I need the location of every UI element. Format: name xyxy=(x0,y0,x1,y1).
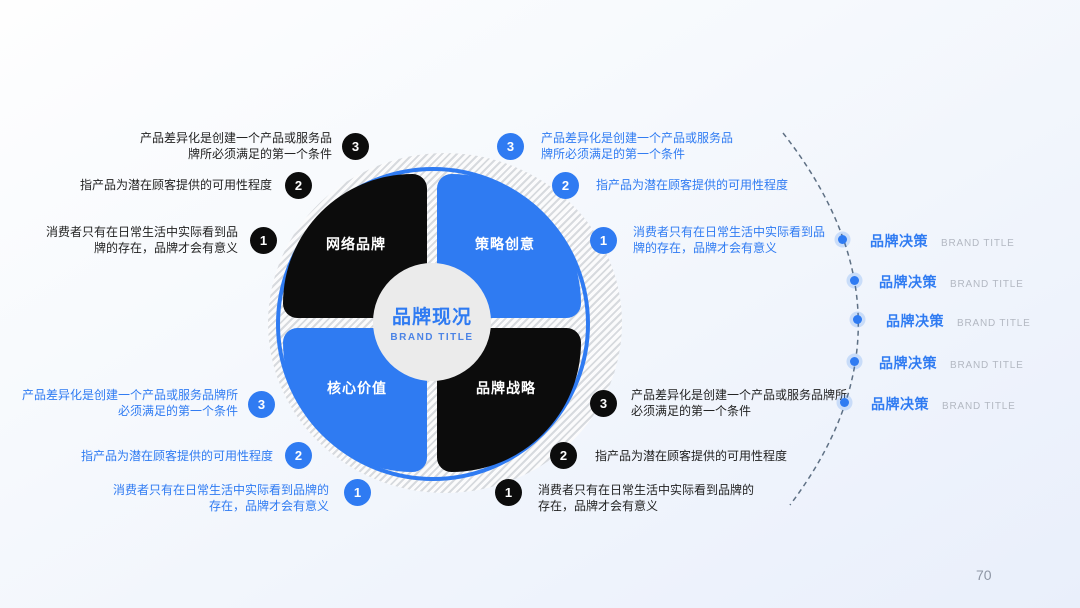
side-list-item-3: 品牌决策 BRAND TITLE xyxy=(886,311,1031,331)
note-badge-top-right-2: 2 xyxy=(552,172,579,199)
center-title: 品牌现况 xyxy=(391,306,472,328)
note-badge-bottom-right-2: 2 xyxy=(550,442,577,469)
note-badge-top-left-2: 2 xyxy=(285,172,312,199)
quadrant-label-top-left: 网络品牌 xyxy=(326,236,386,252)
center-circle: 品牌现况 BRAND TITLE xyxy=(373,263,491,381)
note-text-top-left-1: 消费者只有在日常生活中实际看到品牌的存在，品牌才会有意义 xyxy=(45,225,238,255)
arc-dot-3 xyxy=(853,315,862,324)
note-badge-top-right-3: 3 xyxy=(497,133,524,160)
note-badge-bottom-left-2: 2 xyxy=(285,442,312,469)
page-number: 70 xyxy=(976,567,992,583)
side-list-subtitle: BRAND TITLE xyxy=(957,318,1031,329)
note-text-bottom-left-1: 消费者只有在日常生活中实际看到品牌的存在，品牌才会有意义 xyxy=(112,483,329,513)
quadrant-label-top-right: 策略创意 xyxy=(475,236,535,252)
arc-dot-5 xyxy=(840,398,849,407)
side-list-subtitle: BRAND TITLE xyxy=(941,238,1015,249)
note-text-bottom-left-3: 产品差异化是创建一个产品或服务品牌所必须满足的第一个条件 xyxy=(21,388,238,418)
side-list-title: 品牌决策 xyxy=(886,313,944,329)
note-text-top-left-3: 产品差异化是创建一个产品或服务品牌所必须满足的第一个条件 xyxy=(139,131,332,161)
side-list-subtitle: BRAND TITLE xyxy=(942,401,1016,412)
note-text-top-left-2: 指产品为潜在顾客提供的可用性程度 xyxy=(79,178,272,192)
note-text-bottom-right-1: 消费者只有在日常生活中实际看到品牌的存在，品牌才会有意义 xyxy=(538,483,755,513)
note-text-top-right-1: 消费者只有在日常生活中实际看到品牌的存在，品牌才会有意义 xyxy=(633,225,826,255)
outer-blue-ring xyxy=(276,167,590,481)
note-badge-bottom-right-3: 3 xyxy=(590,390,617,417)
side-list-title: 品牌决策 xyxy=(879,355,937,371)
note-text-bottom-right-2: 指产品为潜在顾客提供的可用性程度 xyxy=(595,449,788,463)
quadrant-label-bottom-right: 品牌战略 xyxy=(476,380,536,396)
quadrant-label-bottom-left: 核心价值 xyxy=(327,380,387,396)
center-subtitle: BRAND TITLE xyxy=(390,331,474,343)
side-list-subtitle: BRAND TITLE xyxy=(950,360,1024,371)
side-list-title: 品牌决策 xyxy=(871,396,929,412)
note-badge-bottom-left-3: 3 xyxy=(248,391,275,418)
note-text-bottom-left-2: 指产品为潜在顾客提供的可用性程度 xyxy=(80,449,273,463)
note-badge-bottom-left-1: 1 xyxy=(344,479,371,506)
side-list-item-2: 品牌决策 BRAND TITLE xyxy=(879,272,1024,292)
side-list-subtitle: BRAND TITLE xyxy=(950,279,1024,290)
side-list-title: 品牌决策 xyxy=(870,233,928,249)
note-text-top-right-3: 产品差异化是创建一个产品或服务品牌所必须满足的第一个条件 xyxy=(541,131,734,161)
arc-dot-4 xyxy=(850,357,859,366)
side-list-item-4: 品牌决策 BRAND TITLE xyxy=(879,353,1024,373)
note-text-top-right-2: 指产品为潜在顾客提供的可用性程度 xyxy=(596,178,789,192)
side-list-title: 品牌决策 xyxy=(879,274,937,290)
arc-dot-1 xyxy=(838,235,847,244)
arc-dot-2 xyxy=(850,276,859,285)
note-badge-top-right-1: 1 xyxy=(590,227,617,254)
note-badge-bottom-right-1: 1 xyxy=(495,479,522,506)
note-text-bottom-right-3: 产品差异化是创建一个产品或服务品牌所必须满足的第一个条件 xyxy=(631,388,848,418)
side-list-item-5: 品牌决策 BRAND TITLE xyxy=(871,394,1016,414)
note-badge-top-left-3: 3 xyxy=(342,133,369,160)
side-list-item-1: 品牌决策 BRAND TITLE xyxy=(870,231,1015,251)
note-badge-top-left-1: 1 xyxy=(250,227,277,254)
